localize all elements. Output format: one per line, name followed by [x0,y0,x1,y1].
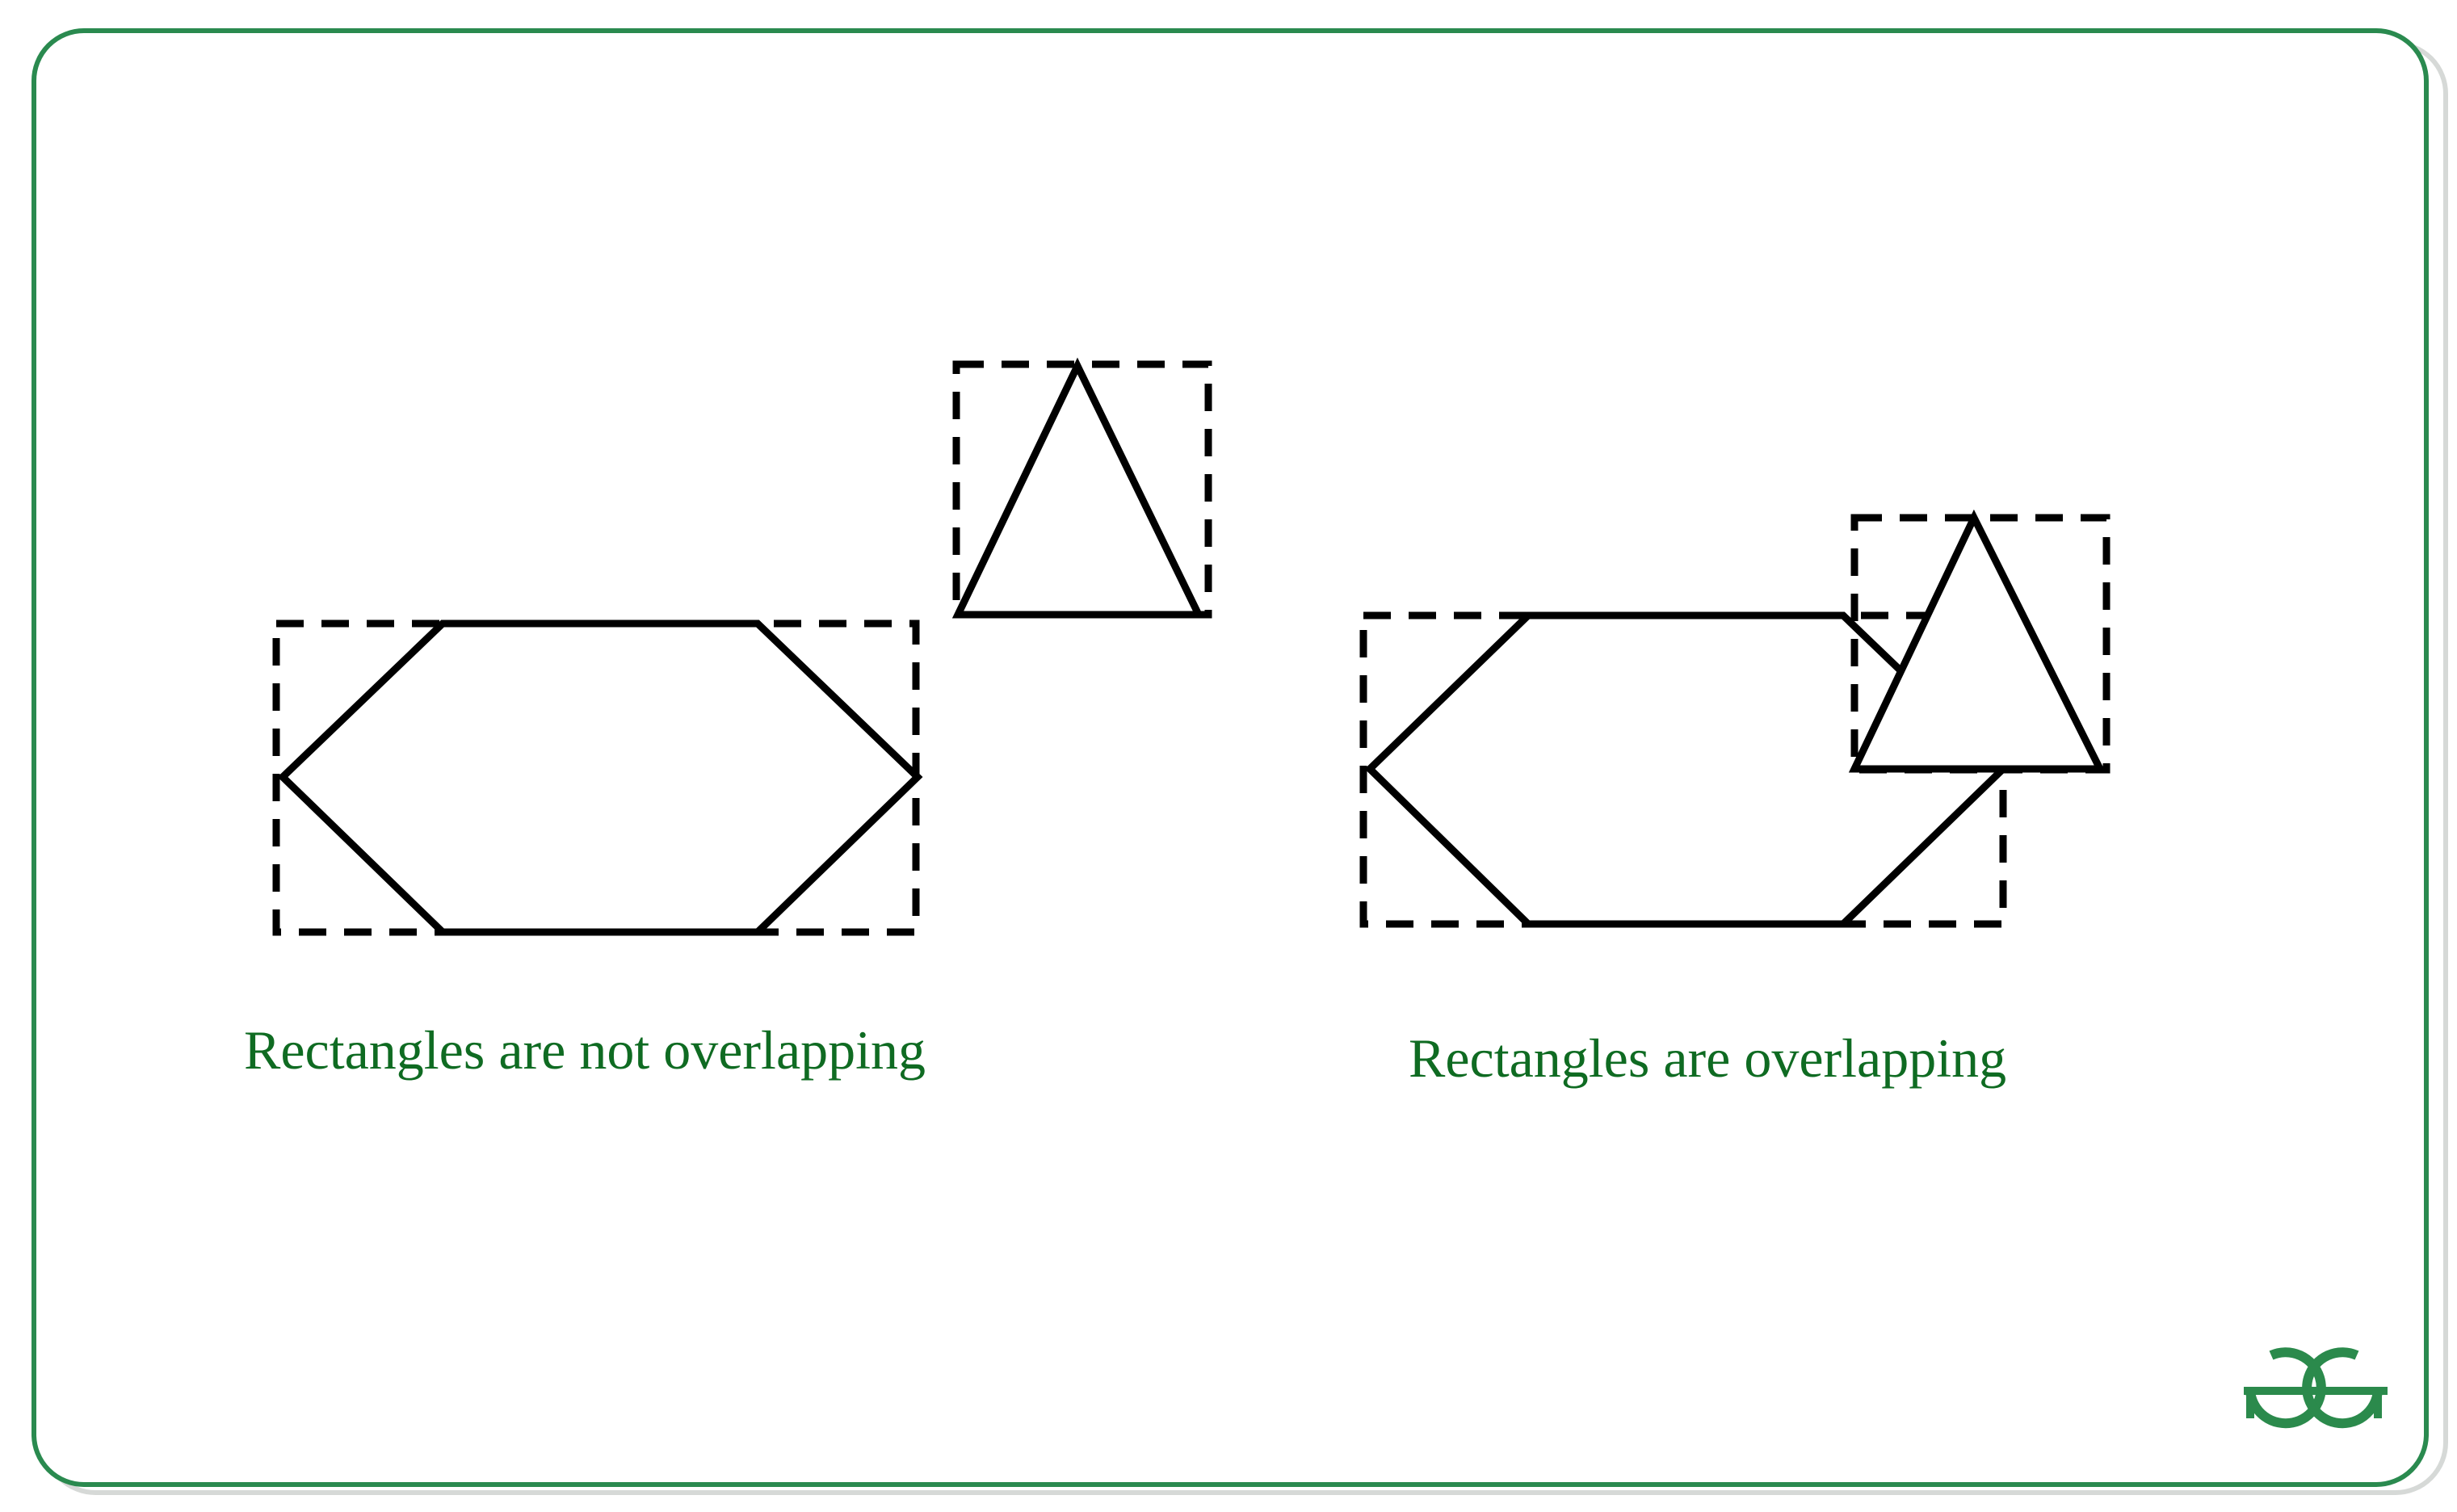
caption-overlapping: Rectangles are overlapping [1409,1027,2007,1089]
triangle-shape [1848,509,2106,773]
gfg-logo-icon [2244,1347,2388,1429]
triangle-bounding-box [952,360,1212,619]
panel-not-overlapping [272,357,1212,936]
triangle-shape [951,357,1205,619]
hexagon-shape [277,620,923,936]
panel-overlapping [1359,509,2110,928]
triangle-fill [1854,518,2100,769]
triangle-bounding-box [1850,514,2110,774]
caption-not-overlapping: Rectangles are not overlapping [244,1019,926,1081]
frame-border [32,28,2429,1487]
